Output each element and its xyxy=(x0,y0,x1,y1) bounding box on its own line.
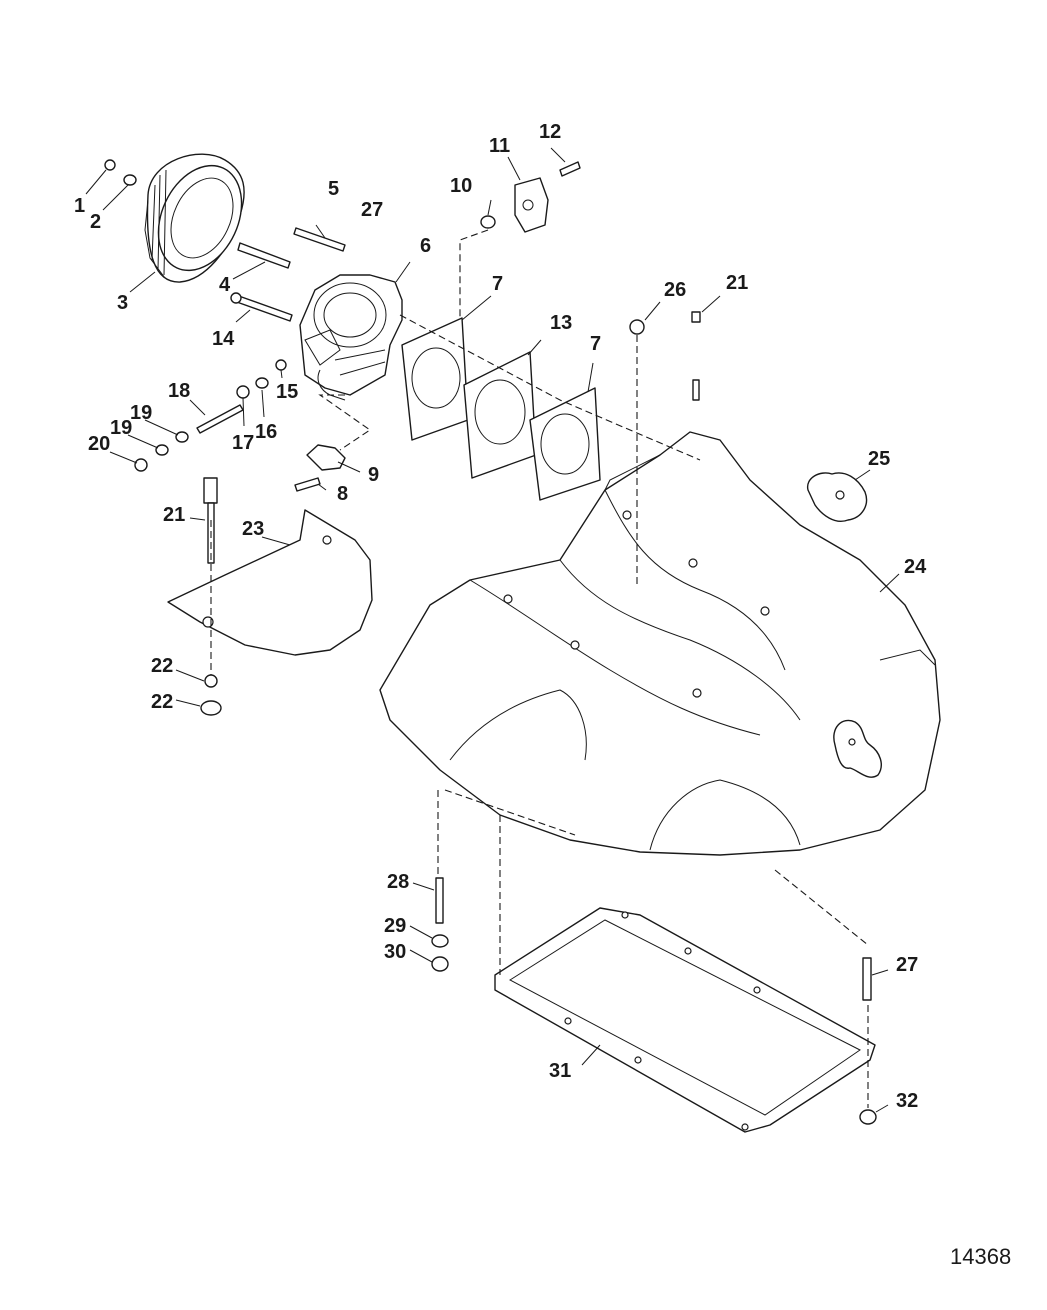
assembly-lines xyxy=(210,229,869,1108)
heat-shield-part-23 xyxy=(167,509,373,656)
washer-part-19b xyxy=(155,444,169,456)
throttle-body-part-6 xyxy=(299,274,403,401)
bracket-part-25 xyxy=(806,472,868,522)
air-filter-part-3 xyxy=(144,153,245,283)
gasket-part-7a xyxy=(401,317,469,441)
stud-part-28 xyxy=(435,877,444,924)
callout-4: 4 xyxy=(219,274,231,296)
bolt-part-5 xyxy=(293,227,346,252)
seal-part-10 xyxy=(480,215,496,229)
callout-1: 1 xyxy=(74,195,85,217)
callout-7a: 7 xyxy=(492,273,503,295)
callout-5: 5 xyxy=(328,178,339,200)
callout-28: 28 xyxy=(387,871,409,893)
callout-30: 30 xyxy=(384,941,406,963)
callout-10: 10 xyxy=(450,175,472,197)
callout-3: 3 xyxy=(117,292,128,314)
callout-26: 26 xyxy=(664,279,686,301)
leader-lines xyxy=(85,147,900,1113)
idle-air-control-part-9 xyxy=(306,444,346,471)
nut-part-30 xyxy=(431,956,449,972)
nut-part-15 xyxy=(275,359,287,371)
stud-part-21-top xyxy=(691,311,701,401)
intake-plenum-part-24 xyxy=(379,431,941,856)
washer-part-2 xyxy=(123,174,137,186)
gasket-part-7b xyxy=(529,387,601,501)
callout-27-lower: 27 xyxy=(896,954,918,976)
figure-id: 14368 xyxy=(950,1244,1012,1269)
washer-part-16 xyxy=(255,377,269,389)
callout-23: 23 xyxy=(242,518,264,540)
callout-9: 9 xyxy=(368,464,379,486)
spacer-part-13 xyxy=(463,351,537,479)
washer-part-29 xyxy=(431,934,449,948)
bolt-part-4 xyxy=(237,242,291,269)
bolt-part-14 xyxy=(230,292,293,322)
callout-32: 32 xyxy=(896,1090,918,1112)
callout-15: 15 xyxy=(276,381,298,403)
nut-part-17 xyxy=(236,385,250,399)
callout-31: 31 xyxy=(549,1060,571,1082)
washer-part-19a xyxy=(175,431,189,443)
callout-19b: 19 xyxy=(110,417,132,439)
callout-14: 14 xyxy=(212,328,235,350)
callout-18: 18 xyxy=(168,380,190,402)
callout-22b: 22 xyxy=(151,691,173,713)
washer-part-22a xyxy=(204,674,218,688)
callout-17: 17 xyxy=(232,432,254,454)
callout-13: 13 xyxy=(550,312,572,334)
nut-part-20 xyxy=(134,458,148,472)
callout-27-top: 27 xyxy=(361,199,383,221)
callout-16: 16 xyxy=(255,421,277,443)
callout-7b: 7 xyxy=(590,333,601,355)
stud-part-27-lower xyxy=(862,957,872,1001)
screw-part-8 xyxy=(294,477,321,492)
sensor-part-11 xyxy=(514,177,549,233)
plenum-gasket-part-31 xyxy=(494,907,876,1133)
callout-2: 2 xyxy=(90,211,101,233)
callout-8: 8 xyxy=(337,483,348,505)
callout-22a: 22 xyxy=(151,655,173,677)
callout-labels: 1 2 3 4 5 27 6 10 11 12 7 13 7 26 21 14 … xyxy=(74,121,927,1112)
washer-part-22b xyxy=(200,700,222,716)
nut-part-32 xyxy=(859,1109,877,1125)
nut-part-1 xyxy=(104,159,116,171)
callout-24: 24 xyxy=(904,556,927,578)
callout-25: 25 xyxy=(868,448,890,470)
callout-21-left: 21 xyxy=(163,504,185,526)
callout-19a: 19 xyxy=(130,402,152,424)
screw-part-12 xyxy=(559,161,581,177)
callout-11: 11 xyxy=(489,135,510,157)
plug-part-26 xyxy=(629,319,645,335)
callout-21-top: 21 xyxy=(726,272,748,294)
callout-29: 29 xyxy=(384,915,406,937)
callout-20: 20 xyxy=(88,433,110,455)
callout-12: 12 xyxy=(539,121,561,143)
callout-6: 6 xyxy=(420,235,431,257)
stud-part-18 xyxy=(196,404,244,434)
